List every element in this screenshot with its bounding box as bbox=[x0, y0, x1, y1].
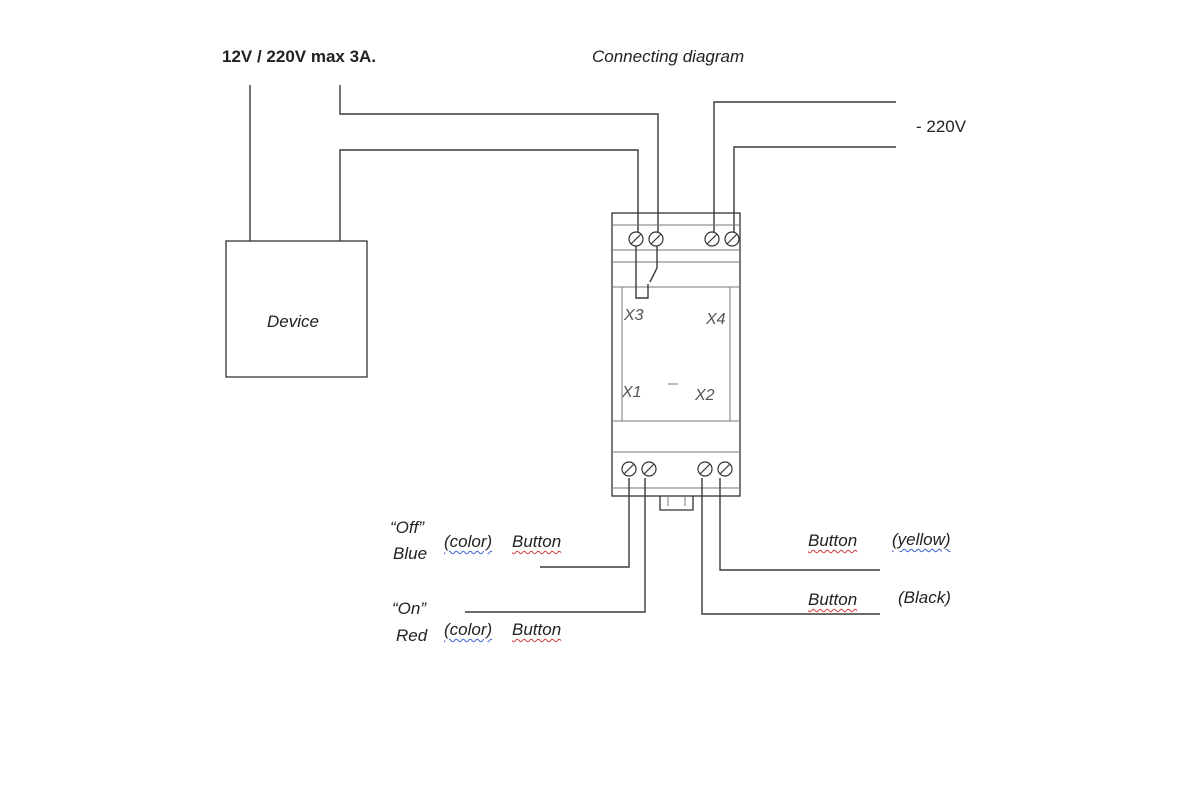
on-button-word: Button bbox=[512, 620, 562, 639]
off-color-name: Blue bbox=[393, 544, 428, 563]
mains-voltage-label: - 220V bbox=[916, 117, 967, 136]
wire-mains-2 bbox=[733, 146, 896, 232]
wire-black-button bbox=[701, 478, 880, 615]
top-terminal-screws bbox=[628, 231, 740, 247]
on-color-word: (color) bbox=[444, 620, 493, 639]
relay-module bbox=[611, 212, 741, 511]
wire-mains-1 bbox=[713, 101, 896, 232]
wire-supply-top bbox=[339, 85, 659, 232]
supply-rating-label: 12V / 220V max 3A. bbox=[222, 47, 377, 66]
terminal-x2-label: X2 bbox=[695, 387, 715, 404]
bottom-terminal-screws bbox=[621, 461, 733, 477]
on-state-label: “On” bbox=[392, 599, 426, 618]
terminal-x1-label: X1 bbox=[622, 384, 642, 401]
yellow-color-name: (yellow) bbox=[892, 530, 951, 549]
black-color-name: (Black) bbox=[898, 588, 951, 607]
wire-off-button bbox=[540, 478, 630, 568]
black-button-word: Button bbox=[808, 590, 858, 609]
off-state-label: “Off” bbox=[390, 518, 424, 537]
wire-yellow-button bbox=[719, 478, 880, 571]
relay-outer-body bbox=[611, 212, 741, 497]
terminal-x3-label: X3 bbox=[624, 307, 644, 324]
terminal-x4-label: X4 bbox=[706, 311, 726, 328]
wire-on-button bbox=[465, 478, 646, 613]
wire-device-to-relay bbox=[339, 149, 639, 241]
yellow-button-word: Button bbox=[808, 531, 858, 550]
off-button-word: Button bbox=[512, 532, 562, 551]
diagram-title: Connecting diagram bbox=[592, 47, 745, 66]
relay-din-clip bbox=[659, 496, 694, 511]
device-box bbox=[225, 240, 368, 378]
on-color-name: Red bbox=[396, 626, 428, 645]
off-color-word: (color) bbox=[444, 532, 493, 551]
device-label: Device bbox=[267, 312, 319, 331]
